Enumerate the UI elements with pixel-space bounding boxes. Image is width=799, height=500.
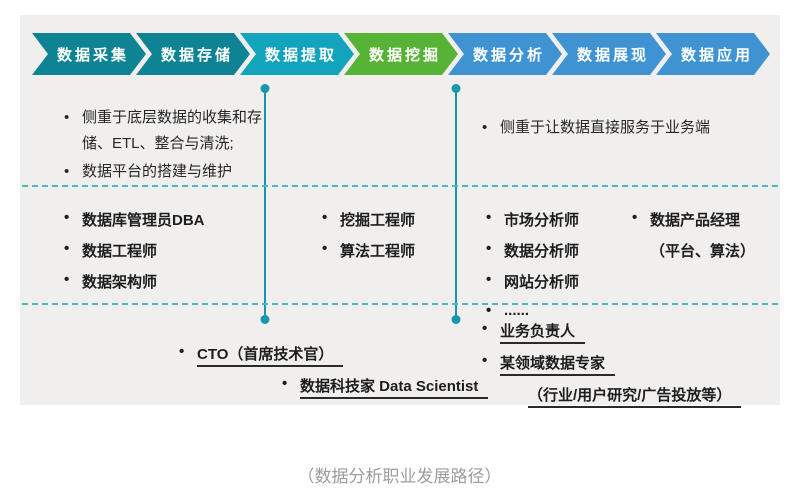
role-item: 数据库管理员DBA	[60, 209, 205, 230]
focus-left-item: 侧重于底层数据的收集和存储、ETL、整合与清洗;	[60, 105, 268, 157]
stage-data-storage: 数据存储	[136, 33, 250, 75]
role-item: 算法工程师	[318, 240, 415, 261]
focus-left-item: 数据平台的搭建与维护	[60, 159, 268, 185]
dashed-divider-bottom	[22, 303, 778, 305]
focus-right-item: 侧重于让数据直接服务于业务端	[478, 115, 768, 141]
pipeline-stage-row: 数据采集 数据存储 数据提取 数据挖掘 数据分析 数据展现 数据应用	[32, 33, 770, 75]
senior-data-scientist-label: 数据科技家 Data Scientist	[300, 378, 489, 399]
senior-domain-expert-label: 某领域数据专家	[500, 355, 616, 376]
senior-business-owner-label: 业务负责人	[500, 323, 586, 344]
senior-domain-expert: 某领域数据专家	[478, 352, 741, 376]
role-item: 数据分析师	[482, 240, 579, 261]
stage-data-extraction: 数据提取	[240, 33, 354, 75]
stage-data-application: 数据应用	[656, 33, 770, 75]
senior-right-block: 业务负责人 某领域数据专家 （行业/用户研究/广告投放等）	[478, 320, 742, 408]
connector-line-right	[455, 88, 457, 320]
role-item: ......	[482, 302, 579, 319]
role-item-sub: （平台、算法）	[650, 243, 756, 260]
senior-cto: CTO（首席技术官）	[175, 343, 344, 367]
role-item: 市场分析师	[482, 209, 579, 230]
roles-infrastructure-column: 数据库管理员DBA 数据工程师 数据架构师	[60, 209, 205, 302]
roles-product-column: 数据产品经理 （平台、算法）	[628, 209, 755, 261]
dashed-divider-top	[22, 185, 778, 187]
diagram-caption: （数据分析职业发展路径）	[297, 467, 502, 486]
senior-data-scientist: 数据科技家 Data Scientist	[278, 375, 489, 399]
stage-data-collection: 数据采集	[32, 33, 146, 75]
senior-cto-label: CTO（首席技术官）	[197, 346, 344, 367]
focus-right-block: 侧重于让数据直接服务于业务端	[478, 115, 768, 143]
role-item: 数据工程师	[60, 240, 205, 261]
senior-domain-expert-note: （行业/用户研究/广告投放等）	[478, 384, 742, 408]
senior-domain-expert-note-label: （行业/用户研究/广告投放等）	[528, 387, 742, 408]
role-item: 挖掘工程师	[318, 209, 415, 230]
connector-line-left	[264, 88, 266, 320]
role-item: 网站分析师	[482, 271, 579, 292]
focus-left-block: 侧重于底层数据的收集和存储、ETL、整合与清洗; 数据平台的搭建与维护	[60, 105, 268, 186]
role-item: 数据产品经理	[628, 209, 755, 230]
stage-data-mining: 数据挖掘	[344, 33, 458, 75]
stage-data-analysis: 数据分析	[448, 33, 562, 75]
roles-mining-column: 挖掘工程师 算法工程师	[318, 209, 415, 271]
stage-data-presentation: 数据展现	[552, 33, 666, 75]
role-item: 数据架构师	[60, 271, 205, 292]
senior-business-owner: 业务负责人	[478, 320, 741, 344]
career-path-panel: 数据采集 数据存储 数据提取 数据挖掘 数据分析 数据展现 数据应用 侧重于底层…	[20, 15, 780, 408]
roles-analysis-column: 市场分析师 数据分析师 网站分析师 ......	[482, 209, 579, 329]
